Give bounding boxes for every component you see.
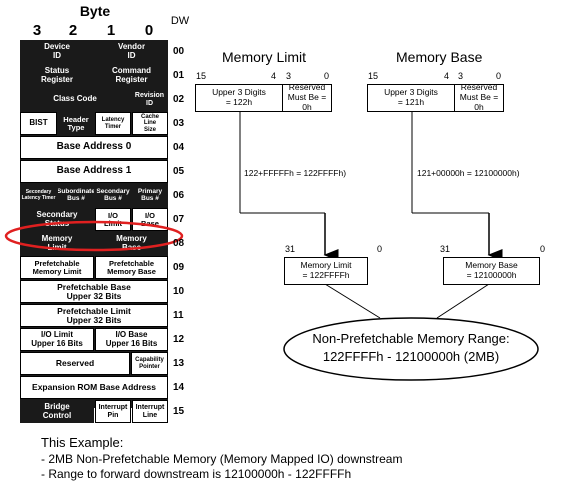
- memory-base-bit-0: 0: [496, 71, 502, 81]
- dw-number: 14: [173, 382, 185, 393]
- register-primary-bus: Primary Bus #: [132, 184, 168, 207]
- register-interrupt-pin: Interrupt Pin: [95, 400, 131, 423]
- register-secondary-latency-timer: Secondary Latency Timer: [20, 184, 57, 207]
- register-base-address-0: Base Address 0: [20, 136, 168, 159]
- dw-number: 11: [173, 310, 184, 321]
- dw-number: 07: [173, 214, 185, 225]
- dw-number: 03: [173, 118, 185, 129]
- byte-column-0: 0: [144, 22, 154, 39]
- dw-number: 05: [173, 166, 185, 177]
- memory-base-bit-15: 15: [368, 71, 379, 81]
- memory-base-upper-field: Upper 3 Digits = 121h: [367, 84, 455, 112]
- memory-base-result: Memory Base = 12100000h: [443, 257, 540, 285]
- dw-number: 04: [173, 142, 185, 153]
- dw-number: 12: [173, 334, 185, 345]
- register-interrupt-line: Interrupt Line: [132, 400, 168, 423]
- range-title: Non-Prefetchable Memory Range:: [312, 331, 510, 346]
- dw-number: 10: [173, 286, 185, 297]
- dw-number: 06: [173, 190, 185, 201]
- memory-limit-calc: 122+FFFFFh = 122FFFFh): [244, 168, 347, 178]
- memory-limit-bit-0: 0: [324, 71, 330, 81]
- register-capability-pointer: Capability Pointer: [131, 352, 168, 375]
- memory-limit-result: Memory Limit = 122FFFFh: [284, 257, 368, 285]
- example-line-1: - 2MB Non-Prefetchable Memory (Memory Ma…: [41, 452, 403, 466]
- range-value: 122FFFFh - 12100000h (2MB): [322, 349, 500, 364]
- register-latency-timer: Latency Timer: [95, 112, 131, 135]
- dw-number: 09: [173, 262, 185, 273]
- register-bridge-control: Bridge Control: [20, 400, 94, 423]
- dw-number: 08: [173, 238, 185, 249]
- example-heading: This Example:: [41, 435, 124, 450]
- memory-limit-bit-4: 4: [271, 71, 277, 81]
- limit-to-range-line: [324, 283, 381, 319]
- range-ellipse: [283, 317, 539, 381]
- example-line-2: - Range to forward downstream is 1210000…: [41, 467, 352, 481]
- memory-base-bit-4: 4: [444, 71, 450, 81]
- register-prefetchable-base-upper: Prefetchable Base Upper 32 Bits: [20, 280, 168, 303]
- register-revision-id: Revision ID: [131, 88, 168, 111]
- register-base-address-1: Base Address 1: [20, 160, 168, 183]
- register-status-register: Status Register: [20, 64, 94, 87]
- register-reserved: Reserved: [20, 352, 130, 375]
- highlight-ellipse: [4, 220, 184, 252]
- byte-column-3: 3: [32, 22, 42, 39]
- byte-heading: Byte: [79, 3, 111, 19]
- register-bist: BIST: [20, 112, 57, 135]
- dw-heading: DW: [170, 15, 190, 27]
- register-prefetchable-limit-upper: Prefetchable Limit Upper 32 Bits: [20, 304, 168, 327]
- register-subordinate-bus: Subordinate Bus #: [58, 184, 94, 207]
- byte-column-2: 2: [68, 22, 78, 39]
- memory-limit-reserved-field: Reserved Must Be = 0h: [282, 82, 332, 112]
- register-vendor-id: Vendor ID: [95, 40, 168, 63]
- register-io-limit-upper: I/O Limit Upper 16 Bits: [20, 328, 94, 351]
- base-to-range-line: [436, 283, 490, 319]
- register-expansion-rom-base-address: Expansion ROM Base Address: [20, 376, 168, 399]
- register-class-code: Class Code: [20, 88, 130, 111]
- memory-base-title: Memory Base: [396, 49, 483, 65]
- dw-number: 01: [173, 70, 185, 81]
- memory-base-result-bit-31: 31: [440, 244, 451, 254]
- register-prefetchable-memory-base: Prefetchable Memory Base: [95, 256, 168, 279]
- memory-base-reserved-field: Reserved Must Be = 0h: [454, 82, 504, 112]
- register-prefetchable-memory-limit: Prefetchable Memory Limit: [20, 256, 94, 279]
- dw-number: 13: [173, 358, 185, 369]
- memory-base-calc: 121+00000h = 12100000h): [417, 168, 520, 178]
- memory-limit-bit-15: 15: [196, 71, 207, 81]
- dw-number: 00: [173, 46, 185, 57]
- register-cache-line-size: Cache Line Size: [132, 112, 168, 135]
- byte-column-1: 1: [106, 22, 116, 39]
- dw-number: 15: [173, 406, 185, 417]
- register-device-id: Device ID: [20, 40, 94, 63]
- memory-limit-title: Memory Limit: [222, 49, 307, 65]
- memory-base-result-bit-0: 0: [540, 244, 546, 254]
- register-command-register: Command Register: [95, 64, 168, 87]
- memory-limit-result-bit-0: 0: [377, 244, 383, 254]
- memory-limit-bit-3: 3: [286, 71, 292, 81]
- memory-base-bit-3: 3: [458, 71, 464, 81]
- register-io-base-upper: I/O Base Upper 16 Bits: [95, 328, 168, 351]
- dw-number: 02: [173, 94, 185, 105]
- memory-limit-upper-field: Upper 3 Digits = 122h: [195, 84, 283, 112]
- register-header-type: Header Type: [58, 112, 94, 135]
- register-secondary-bus: Secondary Bus #: [95, 184, 131, 207]
- memory-limit-result-bit-31: 31: [285, 244, 296, 254]
